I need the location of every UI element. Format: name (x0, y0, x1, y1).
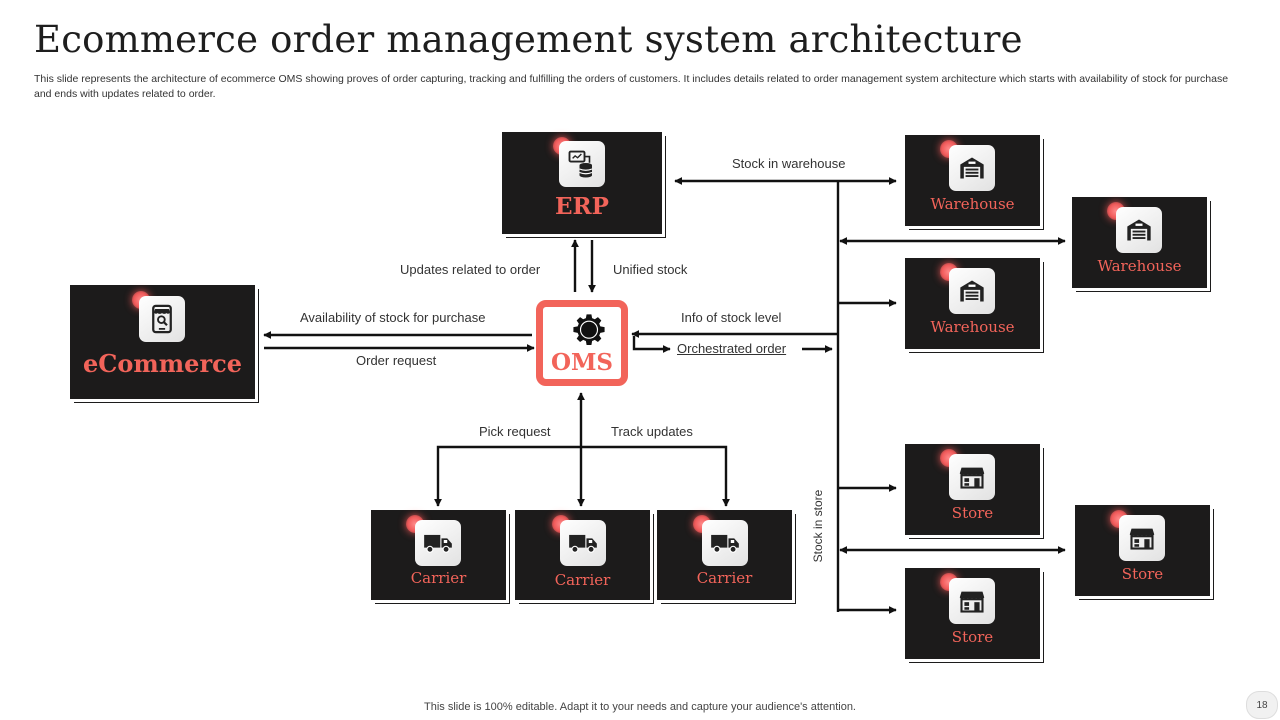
carrier-label: Carrier (696, 569, 753, 587)
ecommerce-label: eCommerce (83, 349, 242, 378)
truck-icon (415, 520, 461, 566)
page-number: 18 (1246, 691, 1278, 719)
flow-label-unified-stock: Unified stock (613, 262, 688, 277)
flow-label-updates-related-to-order: Updates related to order (400, 262, 541, 277)
flow-label-stock-in-store: Stock in store (811, 489, 825, 563)
arrow-carrier-branch (434, 445, 730, 507)
flow-label-availability-of-stock: Availability of stock for purchase (300, 310, 486, 325)
store-node-3: Store (905, 568, 1040, 659)
store-icon (949, 454, 995, 500)
page-subtitle: This slide represents the architecture o… (34, 73, 1229, 100)
carrier-node-2: Carrier (515, 510, 650, 600)
warehouse-icon (949, 145, 995, 191)
erp-label: ERP (555, 193, 609, 220)
store-node-2: Store (1075, 505, 1210, 596)
page-title: Ecommerce order management system archit… (34, 18, 1023, 61)
mobile-shop-icon (139, 296, 185, 342)
ecommerce-node: eCommerce (70, 285, 255, 399)
erp-icon (559, 141, 605, 187)
arrow-orchestrated-start (632, 336, 671, 353)
warehouse-node-2: Warehouse (1072, 197, 1207, 288)
flow-label-order-request: Order request (356, 353, 437, 368)
carrier-node-3: Carrier (657, 510, 792, 600)
erp-node: ERP (502, 132, 662, 234)
store-label: Store (951, 628, 994, 646)
truck-icon (702, 520, 748, 566)
flow-label-info-of-stock-level: Info of stock level (681, 310, 782, 325)
warehouse-label: Warehouse (930, 195, 1015, 213)
carrier-label: Carrier (410, 569, 467, 587)
carrier-node-1: Carrier (371, 510, 506, 600)
warehouse-label: Warehouse (1097, 257, 1182, 275)
store-label: Store (951, 504, 994, 522)
truck-icon (560, 520, 606, 566)
footer-note: This slide is 100% editable. Adapt it to… (424, 701, 856, 713)
flow-label-orchestrated-order: Orchestrated order (677, 341, 787, 356)
warehouse-icon (1116, 207, 1162, 253)
store-icon (1119, 515, 1165, 561)
gear-icon (573, 314, 605, 346)
flow-label-track-updates: Track updates (611, 424, 693, 439)
store-label: Store (1121, 565, 1164, 583)
store-node-1: Store (905, 444, 1040, 535)
oms-label: OMS (550, 349, 614, 376)
store-icon (949, 578, 995, 624)
flow-label-stock-in-warehouse: Stock in warehouse (732, 156, 846, 171)
oms-node: OMS (536, 300, 628, 386)
warehouse-node-3: Warehouse (905, 258, 1040, 349)
carrier-label: Carrier (554, 571, 611, 589)
warehouse-label: Warehouse (930, 318, 1015, 336)
warehouse-icon (949, 268, 995, 314)
warehouse-node-1: Warehouse (905, 135, 1040, 226)
flow-label-pick-request: Pick request (479, 424, 551, 439)
